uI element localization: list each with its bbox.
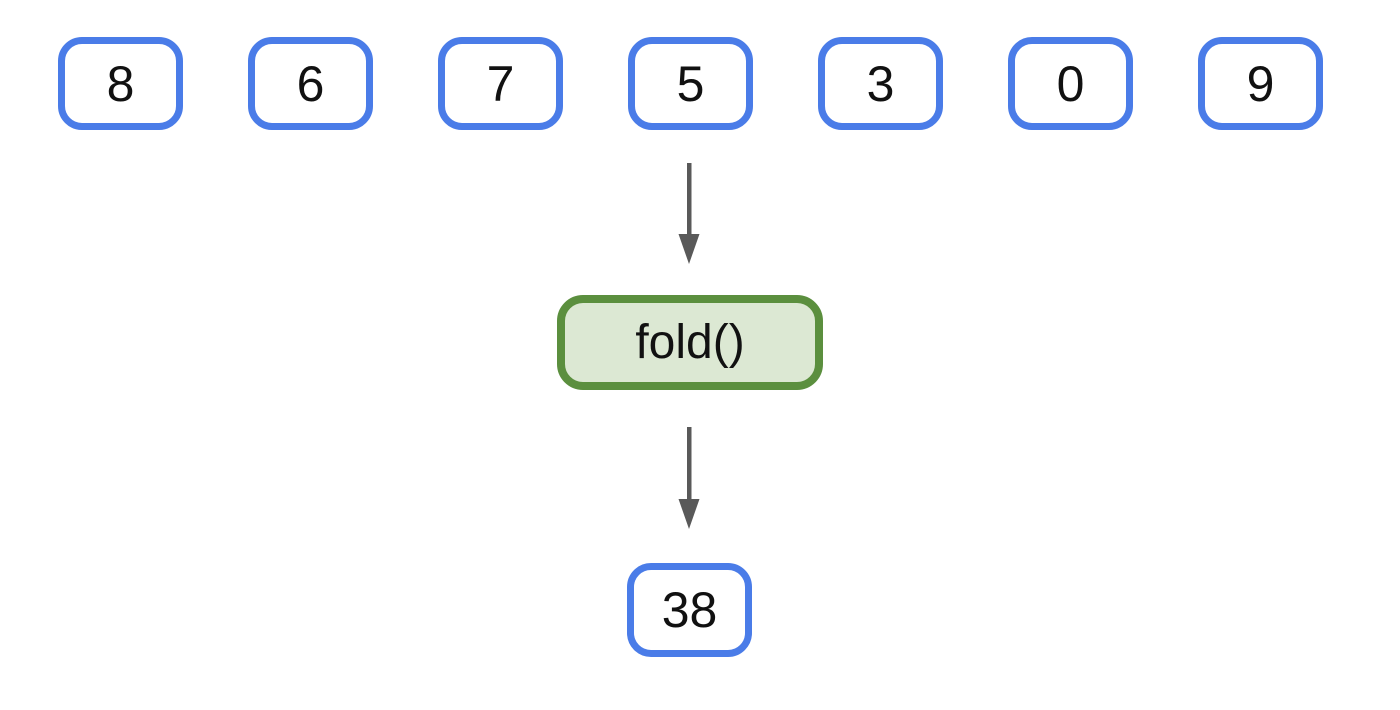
input-value: 9 (1246, 55, 1275, 112)
input-box-6: 0 (1008, 37, 1133, 130)
input-box-7: 9 (1198, 37, 1323, 130)
input-box-2: 6 (248, 37, 373, 130)
input-value: 0 (1056, 55, 1085, 112)
input-value: 7 (486, 55, 515, 112)
input-value: 5 (676, 55, 705, 112)
input-value: 3 (866, 55, 895, 112)
result-box: 38 (627, 563, 752, 657)
input-box-3: 7 (438, 37, 563, 130)
input-box-5: 3 (818, 37, 943, 130)
input-box-1: 8 (58, 37, 183, 130)
fold-operation-box: fold() (557, 295, 823, 390)
result-value: 38 (661, 582, 718, 638)
input-value: 8 (106, 55, 135, 112)
input-value: 6 (296, 55, 325, 112)
input-sequence-row: 8 6 7 5 3 0 9 (58, 37, 1323, 130)
down-arrow-icon (678, 427, 700, 529)
down-arrow-icon (678, 163, 700, 264)
fold-operation-label: fold() (635, 315, 745, 369)
input-box-4: 5 (628, 37, 753, 130)
